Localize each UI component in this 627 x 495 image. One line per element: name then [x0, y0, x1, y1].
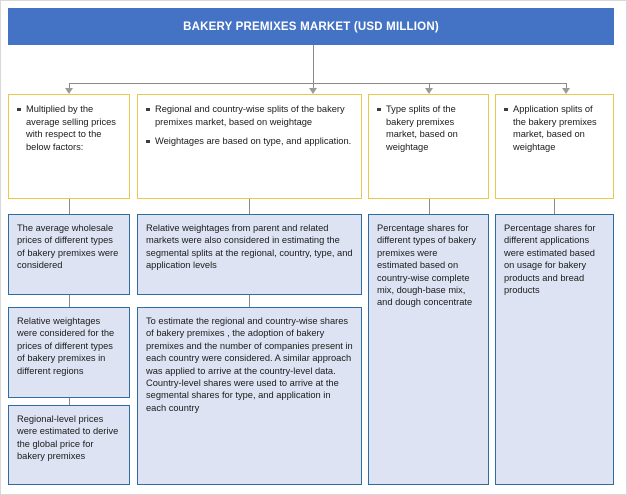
page-title: BAKERY PREMIXES MARKET (USD MILLION): [183, 20, 439, 33]
blue-box-col3-1: Percentage shares for different types of…: [368, 214, 489, 485]
yellow-box-column-2: Regional and country-wise splits of the …: [137, 94, 362, 199]
connector-yellow-to-blue-3: [429, 199, 430, 214]
blue-box-col1-2-text: Relative weightages were considered for …: [17, 316, 115, 376]
connector-drop-1: [69, 83, 70, 91]
connector-yellow-to-blue-4: [554, 199, 555, 214]
yellow-box-2-bullet-0: Regional and country-wise splits of the …: [145, 103, 354, 128]
blue-box-col1-1-text: The average wholesale prices of differen…: [17, 223, 119, 271]
blue-box-col4-1-text: Percentage shares for different applicat…: [504, 223, 596, 296]
connector-yellow-to-blue-1: [69, 199, 70, 214]
connector-yellow-to-blue-2: [249, 199, 250, 214]
blue-box-col1-1: The average wholesale prices of differen…: [8, 214, 130, 295]
blue-box-col2-2: To estimate the regional and country-wis…: [137, 307, 362, 485]
arrow-head-2-icon: [308, 88, 317, 94]
arrow-head-1-icon: [64, 88, 73, 94]
yellow-box-column-3: Type splits of the bakery premixes marke…: [368, 94, 489, 199]
blue-box-col1-2: Relative weightages were considered for …: [8, 307, 130, 398]
yellow-box-2-bullet-1: Weightages are based on type, and applic…: [145, 135, 354, 148]
blue-box-col1-3-text: Regional-level prices were estimated to …: [17, 414, 119, 462]
yellow-box-1-bullet-0: Multiplied by the average selling prices…: [16, 103, 122, 153]
diagram-header-bar: BAKERY PREMIXES MARKET (USD MILLION): [8, 8, 614, 45]
blue-box-col1-3: Regional-level prices were estimated to …: [8, 405, 130, 485]
connector-drop-2: [313, 83, 314, 91]
arrow-head-4-icon: [561, 88, 570, 94]
yellow-box-1-list: Multiplied by the average selling prices…: [16, 103, 122, 153]
yellow-box-4-bullet-0: Application splits of the bakery premixe…: [503, 103, 606, 153]
blue-box-col4-1: Percentage shares for different applicat…: [495, 214, 614, 485]
arrow-head-3-icon: [424, 88, 433, 94]
blue-box-col3-1-text: Percentage shares for different types of…: [377, 223, 477, 308]
connector-col2-box1-box2: [249, 295, 250, 307]
connector-col1-box2-box3: [69, 398, 70, 405]
connector-drop-4: [566, 83, 567, 91]
connector-stem-vertical: [313, 45, 314, 83]
connector-bus-horizontal: [69, 83, 566, 84]
yellow-box-3-bullet-0: Type splits of the bakery premixes marke…: [376, 103, 481, 153]
blue-box-col2-1-text: Relative weightages from parent and rela…: [146, 223, 353, 271]
yellow-box-3-list: Type splits of the bakery premixes marke…: [376, 103, 481, 153]
yellow-box-2-list: Regional and country-wise splits of the …: [145, 103, 354, 148]
blue-box-col2-2-text: To estimate the regional and country-wis…: [146, 316, 353, 413]
yellow-box-column-1: Multiplied by the average selling prices…: [8, 94, 130, 199]
yellow-box-4-list: Application splits of the bakery premixe…: [503, 103, 606, 153]
blue-box-col2-1: Relative weightages from parent and rela…: [137, 214, 362, 295]
connector-drop-3: [429, 83, 430, 91]
yellow-box-column-4: Application splits of the bakery premixe…: [495, 94, 614, 199]
connector-col1-box1-box2: [69, 295, 70, 307]
